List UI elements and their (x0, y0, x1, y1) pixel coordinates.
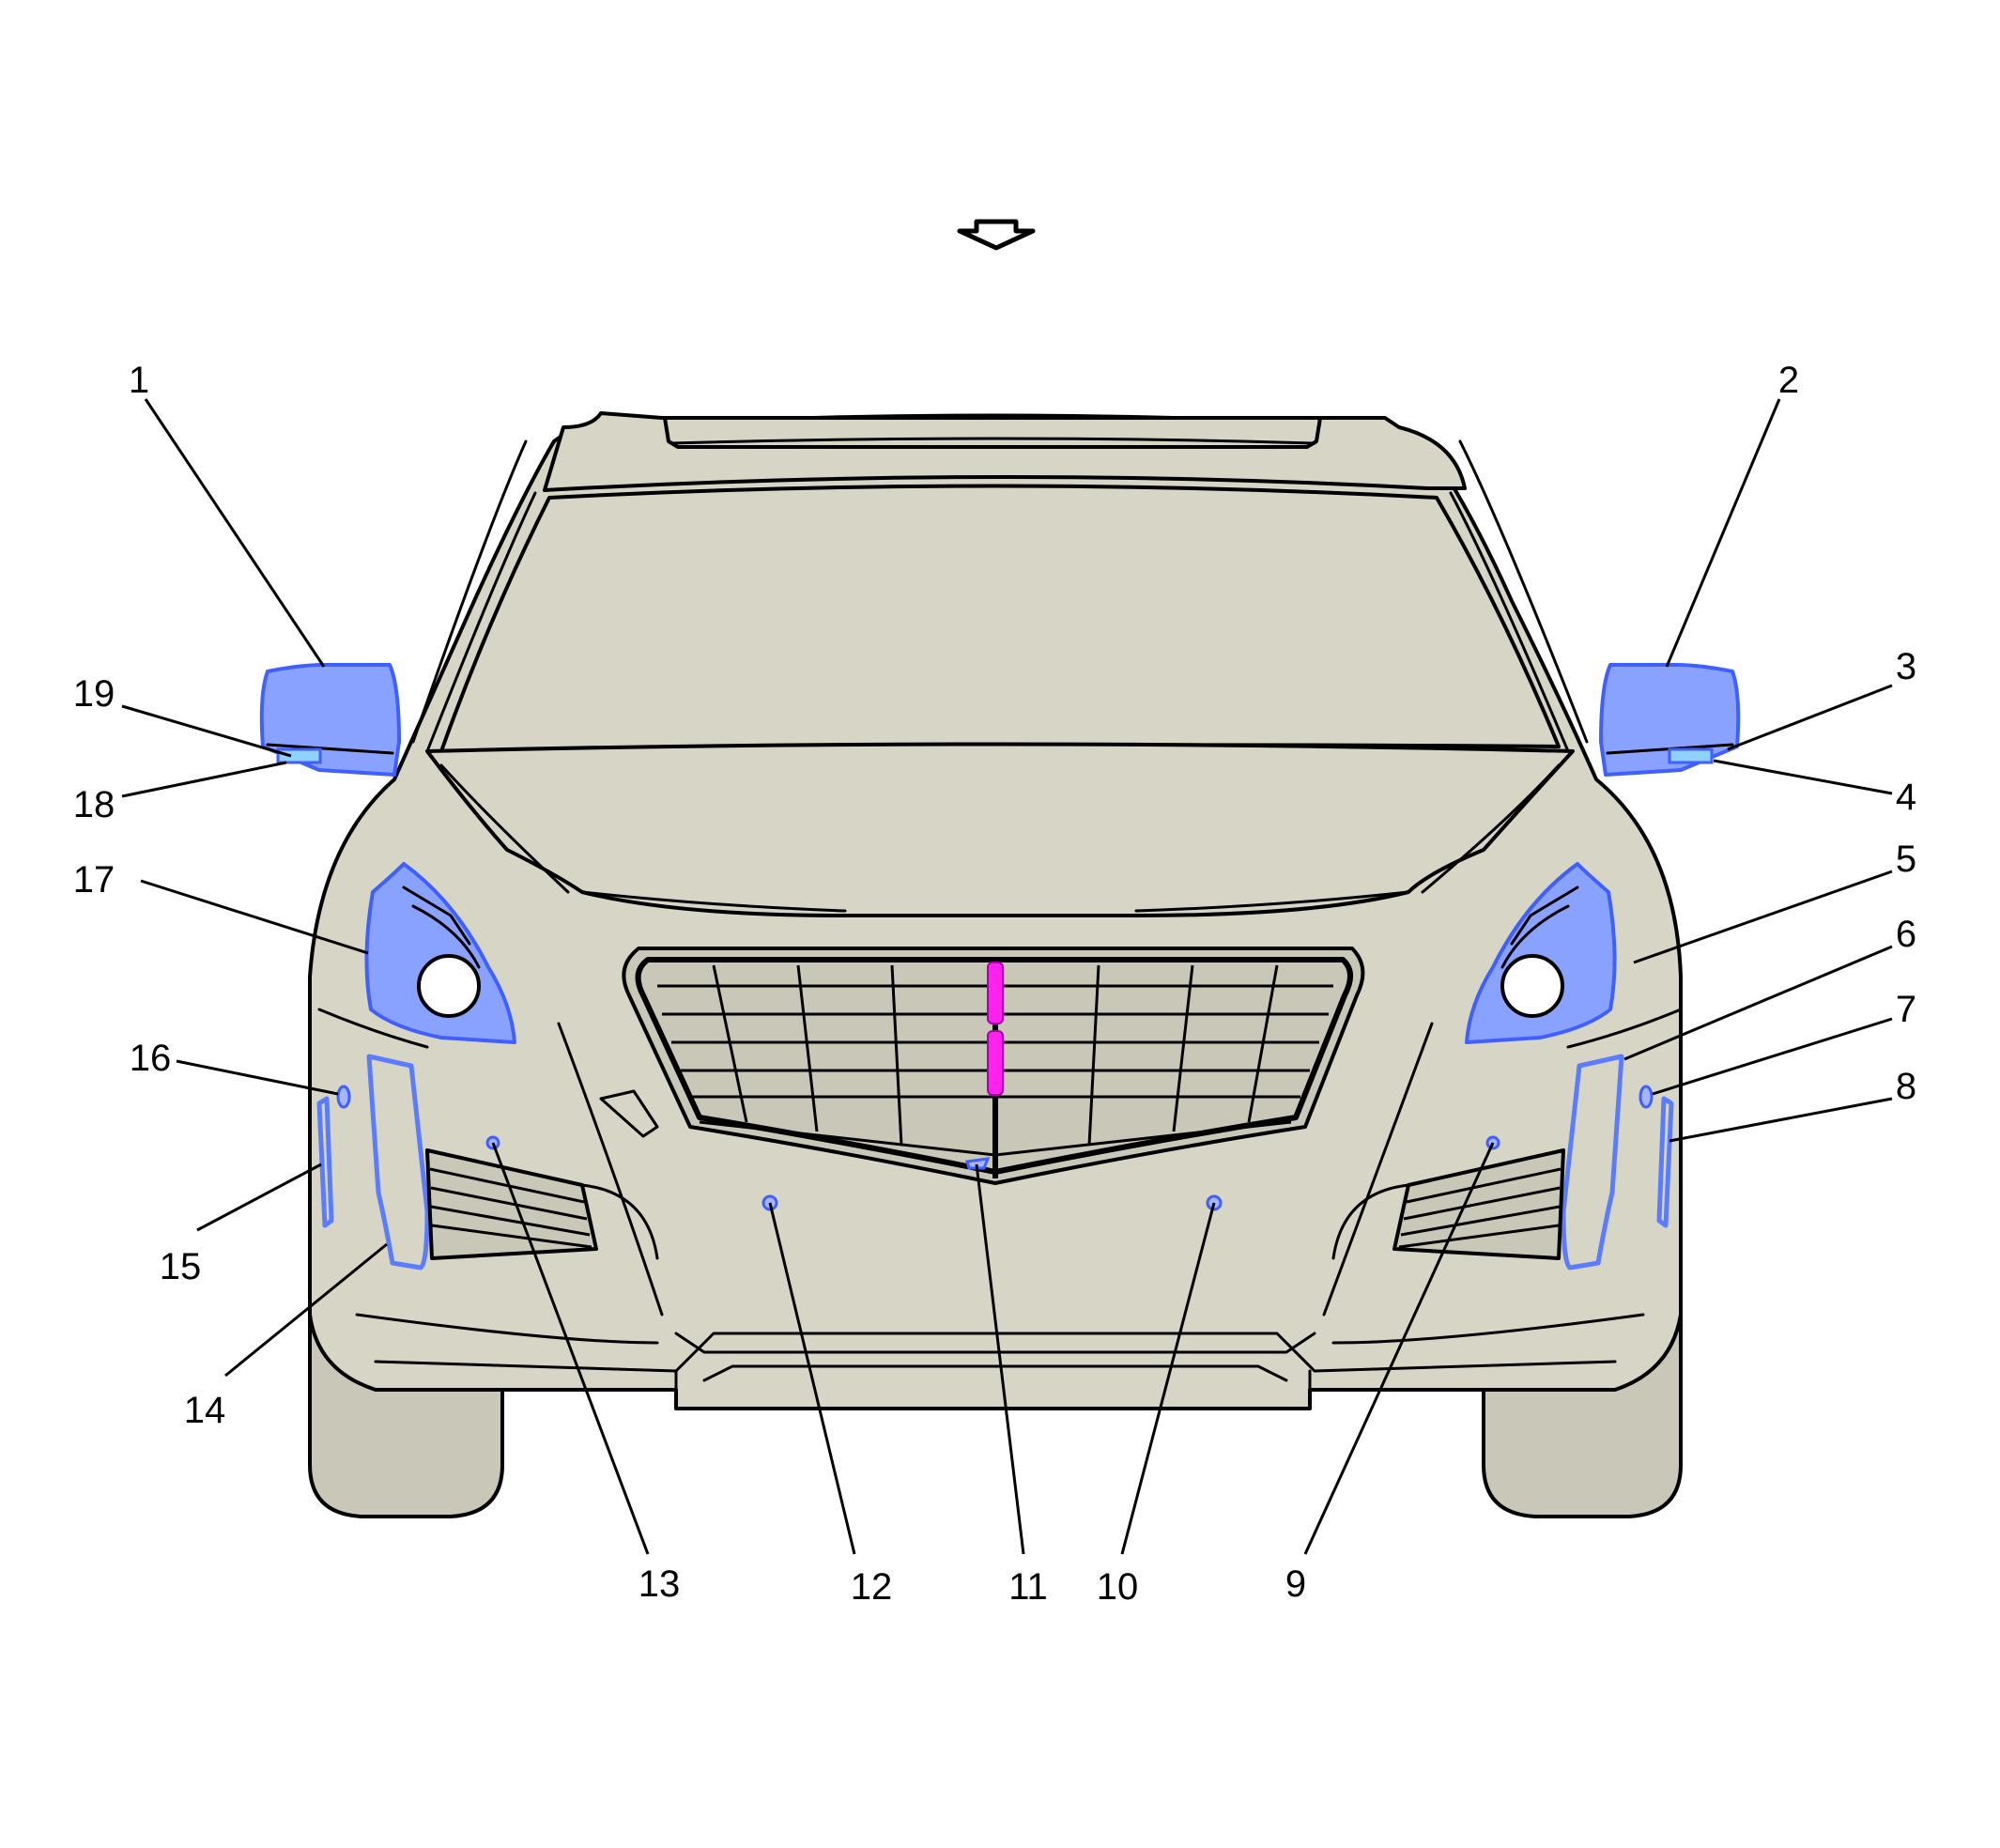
leader-6 (1623, 945, 1893, 1061)
leader-13 (491, 1142, 650, 1555)
left-mirror-lamp (276, 747, 322, 764)
leader-11 (975, 1163, 1025, 1555)
right-mirror (1599, 663, 1741, 777)
right-vertical-lamp (1561, 1054, 1624, 1270)
leader-17 (140, 879, 369, 955)
right-mirror-lamp (1668, 747, 1714, 764)
callout-10: 10 (1097, 1566, 1139, 1608)
leader-19 (121, 704, 292, 758)
leader-15 (196, 1163, 322, 1232)
left-headlamp (364, 862, 516, 1044)
leader-lines (121, 398, 1893, 1555)
leader-10 (1120, 1202, 1216, 1555)
leader-14 (224, 1242, 388, 1378)
windshield (439, 484, 1561, 753)
right-side-marker (1656, 1096, 1674, 1228)
callout-17: 17 (73, 859, 115, 901)
callout-9: 9 (1285, 1563, 1306, 1605)
callout-8: 8 (1896, 1066, 1916, 1107)
callout-13: 13 (638, 1563, 681, 1605)
leader-7 (1652, 1017, 1893, 1096)
callout-5: 5 (1896, 839, 1916, 880)
hood (425, 742, 1575, 917)
leader-2 (1665, 398, 1781, 668)
left-side-marker (316, 1096, 334, 1228)
callout-labels: 1 2 3 4 5 6 7 8 9 10 11 12 13 14 15 16 1… (73, 360, 1916, 1608)
callout-15: 15 (160, 1246, 202, 1287)
leader-5 (1633, 870, 1893, 964)
right-lower-grille (1331, 1148, 1565, 1260)
callout-16: 16 (130, 1038, 172, 1079)
left-side-sensor (336, 1085, 351, 1109)
leader-1 (144, 398, 326, 668)
callout-4: 4 (1896, 777, 1916, 818)
leader-9 (1303, 1142, 1495, 1555)
leader-12 (768, 1202, 856, 1555)
callout-3: 3 (1896, 646, 1916, 687)
callout-12: 12 (851, 1566, 893, 1608)
callout-11: 11 (1008, 1566, 1048, 1608)
left-lower-grille (425, 1148, 659, 1260)
callout-1: 1 (129, 360, 149, 401)
left-vertical-lamp (366, 1054, 430, 1270)
leader-16 (176, 1059, 339, 1096)
left-mirror (259, 663, 401, 777)
right-headlamp (1465, 862, 1617, 1044)
callout-2: 2 (1778, 360, 1799, 401)
leader-4 (1713, 759, 1893, 795)
callout-7: 7 (1896, 989, 1916, 1030)
leader-18 (121, 761, 287, 798)
callout-6: 6 (1896, 914, 1916, 955)
vehicle-front-view (259, 411, 1741, 1518)
right-side-sensor (1638, 1085, 1654, 1109)
front-camera (965, 1157, 991, 1170)
leader-8 (1669, 1097, 1893, 1143)
tow-hook-cover (599, 1089, 659, 1138)
callout-14: 14 (184, 1390, 226, 1431)
callout-18: 18 (73, 784, 115, 825)
down-arrow-icon (957, 219, 1036, 251)
callout-19: 19 (73, 673, 115, 715)
grille-center-highlight (987, 962, 1004, 1096)
leader-3 (1727, 684, 1893, 751)
sunroof (663, 416, 1322, 449)
